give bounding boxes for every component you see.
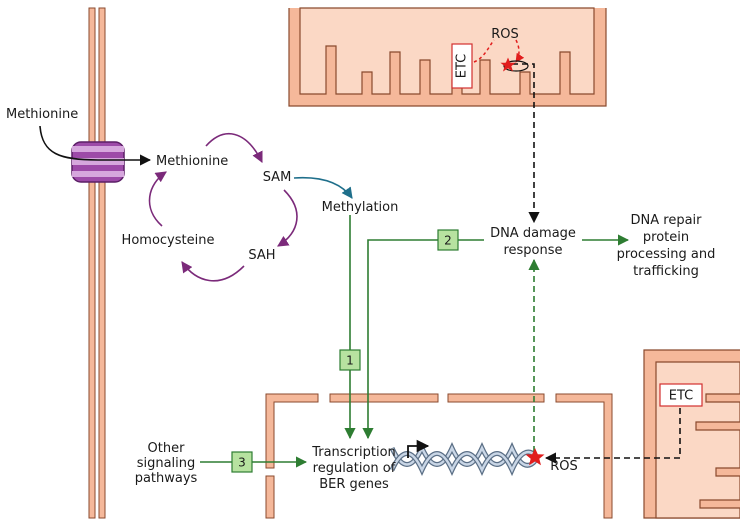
dna-repair-label-line4: trafficking — [633, 264, 699, 279]
dna-damage-label-line1: DNA damage — [490, 226, 576, 241]
dna-helix — [389, 441, 538, 477]
methionine-import-arrow — [39, 125, 152, 166]
mitochondrion-right — [643, 349, 740, 519]
etc-top-ros-link — [473, 39, 495, 63]
other-signaling-label-line3: pathways — [135, 471, 198, 486]
arrow-right-ros-to-nucleus — [544, 408, 681, 464]
arrow-homocysteine-to-methionine — [148, 171, 167, 227]
methionine-outside-label: Methionine — [6, 107, 78, 122]
etc-right-complex: ETC — [659, 383, 703, 407]
dna-repair-label-line1: DNA repair — [631, 213, 703, 228]
other-signaling-label-line1: Other — [148, 441, 186, 456]
methionine-inside-label: Methionine — [156, 154, 228, 169]
homocysteine-label: Homocysteine — [122, 233, 215, 248]
dna-repair-label-line3: processing and — [617, 247, 716, 262]
sam-label: SAM — [263, 170, 292, 185]
etc-top-label: ETC — [455, 54, 470, 78]
methylation-label: Methylation — [322, 200, 399, 215]
other-signaling-label-line2: signaling — [137, 456, 196, 471]
arrow-damage-to-transcription — [362, 239, 484, 440]
step-badge-1: 1 — [339, 349, 361, 371]
dna-repair-label-line2: protein — [643, 230, 689, 245]
arrow-sam-to-sah — [277, 189, 298, 247]
mitochondrion-top — [288, 7, 607, 107]
arrow-mito-ros-to-damage — [512, 63, 540, 224]
methionine-transporter — [71, 141, 125, 183]
transcription-label-line1: Transcription — [311, 445, 396, 460]
arrow-sah-to-homocysteine — [181, 261, 245, 282]
ros-star-nuclear-icon — [525, 448, 545, 466]
nuclear-envelope — [265, 393, 613, 519]
step-1-label: 1 — [346, 354, 354, 368]
arrow-sam-to-methylation — [293, 176, 353, 199]
ros-bottom-label: ROS — [550, 459, 578, 474]
plasma-membrane — [88, 7, 106, 519]
methionine-cycle — [148, 132, 298, 282]
ros-top-label: ROS — [491, 27, 519, 42]
etc-top-ros-curl — [515, 39, 525, 63]
ros-star-top-icon — [500, 57, 516, 72]
transcription-label-line2: regulation of — [313, 461, 396, 476]
transcription-start-arrow — [407, 439, 430, 458]
transcription-label-line3: BER genes — [319, 477, 389, 492]
dna-damage-label-line2: response — [503, 243, 562, 258]
etc-top-complex: ETC — [451, 39, 529, 89]
step-badge-2: 2 — [437, 229, 459, 251]
step-3-label: 3 — [238, 456, 246, 470]
etc-right-label: ETC — [669, 389, 693, 404]
step-2-label: 2 — [444, 234, 452, 248]
sah-label: SAH — [248, 248, 275, 263]
arrow-methionine-to-sam — [205, 132, 263, 164]
step-badge-3: 3 — [231, 451, 253, 473]
